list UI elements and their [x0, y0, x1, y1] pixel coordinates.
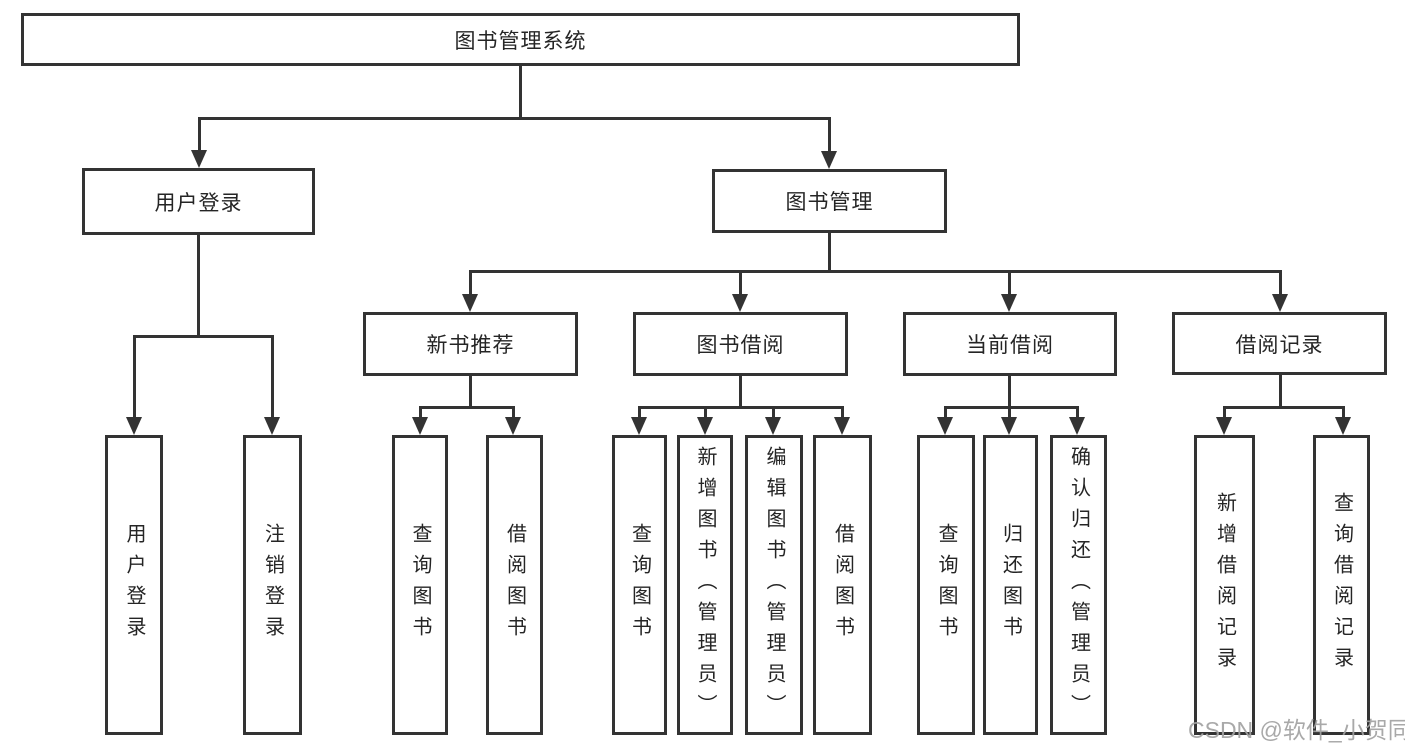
node-label: 图书管理系统	[454, 29, 587, 53]
arrow-down-icon	[1001, 294, 1017, 312]
leaf-edit-book-admin: 编辑图书（管理员）	[745, 435, 803, 735]
arrow-down-icon	[1069, 417, 1085, 435]
connector-to-leaf-logout	[271, 335, 274, 417]
connector-to-leaf	[1076, 406, 1079, 419]
leaf-add-borrow-record: 新增借阅记录	[1194, 435, 1255, 735]
connector-to-leaf	[944, 406, 947, 419]
connector-to-leaf	[512, 406, 515, 419]
arrow-down-icon	[1272, 294, 1288, 312]
connector-to-leaf	[638, 406, 641, 419]
leaf-query-borrow-record: 查询借阅记录	[1313, 435, 1370, 735]
connector-to-borrowing-records	[1279, 270, 1282, 296]
node-book-borrowing: 图书借阅	[633, 312, 848, 376]
leaf-label: 查询图书	[409, 523, 431, 647]
leaf-label: 新增图书（管理员）	[694, 445, 716, 725]
connector-to-leaf	[1223, 406, 1226, 419]
leaf-label: 查询图书	[628, 523, 651, 647]
leaf-label: 借阅图书	[831, 523, 854, 647]
connector-to-leaf	[772, 406, 775, 419]
node-label: 图书管理	[785, 191, 874, 214]
arrow-down-icon	[191, 150, 207, 168]
leaf-label: 编辑图书（管理员）	[763, 445, 785, 725]
arrow-down-icon	[821, 151, 837, 169]
arrow-down-icon	[1001, 417, 1017, 435]
node-current-borrowing: 当前借阅	[903, 312, 1117, 376]
connector-book-mgmt-stem	[828, 233, 831, 270]
connector-current-borrowing-rail	[944, 406, 1079, 409]
connector-to-leaf	[1342, 406, 1345, 419]
leaf-label: 查询借阅记录	[1330, 492, 1353, 678]
leaf-logout: 注销登录	[243, 435, 302, 735]
arrow-down-icon	[834, 417, 850, 435]
node-label: 图书借阅	[696, 334, 785, 357]
arrow-down-icon	[765, 417, 781, 435]
leaf-borrow-books-borrowing: 借阅图书	[813, 435, 872, 735]
leaf-label: 注销登录	[261, 523, 284, 647]
connector-to-leaf	[419, 406, 422, 419]
arrow-down-icon	[462, 294, 478, 312]
node-new-book-recommendation: 新书推荐	[363, 312, 578, 376]
arrow-down-icon	[732, 294, 748, 312]
node-library-management-system: 图书管理系统	[21, 13, 1020, 66]
arrow-down-icon	[1335, 417, 1351, 435]
leaf-confirm-return-admin: 确认归还（管理员）	[1050, 435, 1107, 735]
leaf-label: 借阅图书	[503, 523, 526, 647]
connector-to-leaf	[704, 406, 707, 419]
connector-to-user-login	[198, 117, 201, 151]
arrow-down-icon	[264, 417, 280, 435]
connector-to-new-book	[469, 270, 472, 296]
leaf-query-books-current: 查询图书	[917, 435, 975, 735]
connector-new-book-rail	[419, 406, 515, 409]
leaf-return-books: 归还图书	[983, 435, 1038, 735]
leaf-label: 确认归还（管理员）	[1067, 445, 1090, 725]
leaf-add-book-admin: 新增图书（管理员）	[677, 435, 733, 735]
leaf-label: 用户登录	[123, 523, 145, 647]
connector-to-leaf-user-login	[133, 335, 136, 417]
connector-new-book-stem	[469, 376, 472, 407]
node-borrowing-records: 借阅记录	[1172, 312, 1387, 375]
connector-user-login-stem	[197, 235, 200, 335]
leaf-label: 查询图书	[935, 523, 957, 647]
node-label: 用户登录	[154, 191, 243, 215]
leaf-label: 归还图书	[999, 523, 1022, 647]
connector-to-leaf	[1008, 406, 1011, 419]
node-label: 当前借阅	[966, 334, 1054, 357]
connector-borrowing-records-rail	[1223, 406, 1345, 409]
connector-user-login-rail	[133, 335, 274, 338]
arrow-down-icon	[631, 417, 647, 435]
connector-book-borrowing-stem	[739, 376, 742, 407]
connector-to-current-borrowing	[1008, 270, 1011, 296]
connector-to-leaf	[841, 406, 844, 419]
csdn-watermark: CSDN @软件_小贺同学	[1188, 717, 1405, 743]
node-label: 借阅记录	[1235, 333, 1324, 357]
connector-root-rail	[198, 117, 831, 120]
connector-book-borrowing-rail	[638, 406, 843, 409]
arrow-down-icon	[1216, 417, 1232, 435]
arrow-down-icon	[505, 417, 521, 435]
connector-book-mgmt-rail	[469, 270, 1281, 273]
leaf-label: 新增借阅记录	[1213, 492, 1236, 678]
arrow-down-icon	[126, 417, 142, 435]
connector-to-book-management	[828, 117, 831, 151]
leaf-query-books-recommend: 查询图书	[392, 435, 448, 735]
connector-root-stem	[519, 66, 522, 117]
leaf-borrow-books-recommend: 借阅图书	[486, 435, 543, 735]
arrow-down-icon	[697, 417, 713, 435]
arrow-down-icon	[412, 417, 428, 435]
connector-to-book-borrowing	[739, 270, 742, 296]
leaf-query-books-borrowing: 查询图书	[612, 435, 667, 735]
arrow-down-icon	[937, 417, 953, 435]
leaf-user-login: 用户登录	[105, 435, 163, 735]
connector-borrowing-records-stem	[1279, 375, 1282, 407]
connector-current-borrowing-stem	[1008, 376, 1011, 406]
node-user-login: 用户登录	[82, 168, 315, 235]
node-label: 新书推荐	[426, 334, 515, 357]
node-book-management: 图书管理	[712, 169, 947, 233]
